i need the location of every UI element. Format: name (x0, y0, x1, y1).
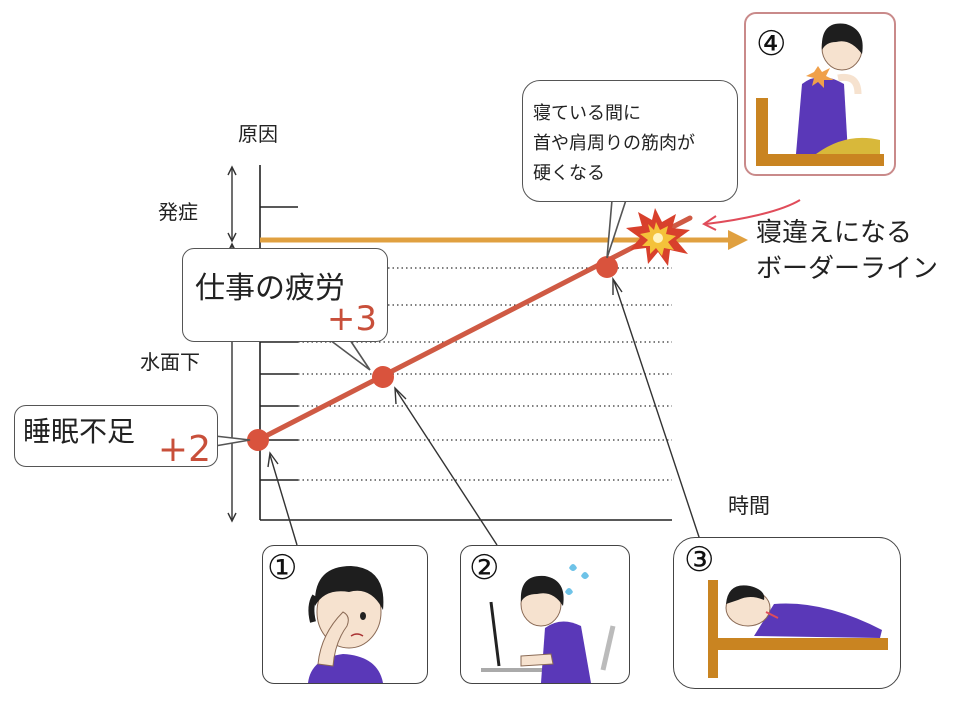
label-time: 時間 (728, 494, 770, 518)
panel4-pointer (702, 199, 801, 231)
panel-2-number: ② (469, 548, 500, 588)
neck-pain-boy-icon (756, 23, 884, 166)
during-sleep-line3: 硬くなる (533, 163, 605, 184)
panel-1-number: ① (267, 548, 298, 588)
lack-of-sleep-title: 睡眠不足 (23, 415, 136, 448)
label-borderline-1: 寝違えになる (756, 218, 913, 248)
trend-line (255, 215, 693, 443)
during-sleep-line1: 寝ている間に (533, 103, 641, 124)
label-underwater: 水面下 (140, 350, 200, 374)
label-borderline-2: ボーダーライン (756, 254, 939, 284)
bubble-lack-of-sleep: 睡眠不足 +2 (14, 405, 218, 470)
panel-3: ③ (673, 537, 901, 689)
bubble-during-sleep: 寝ている間に 首や肩周りの筋肉が 硬くなる (522, 80, 738, 202)
during-sleep-line2: 首や肩周りの筋肉が (533, 133, 695, 154)
axis-ticks (260, 206, 298, 481)
sleeping-boy-icon (708, 580, 888, 678)
tired-boy-icon (308, 566, 384, 683)
bubble-work-fatigue: 仕事の疲労 +3 (182, 248, 388, 342)
panel-3-number: ③ (684, 540, 715, 580)
panel-2: ② (460, 545, 630, 684)
label-cause: 原因 (238, 122, 278, 146)
working-boy-icon (481, 564, 616, 683)
bubble-tails (214, 199, 627, 447)
label-onset: 発症 (158, 200, 198, 224)
panel-4-number: ④ (756, 24, 787, 64)
panel-pointers (267, 276, 701, 546)
work-fatigue-title: 仕事の疲労 (195, 271, 345, 306)
panel-4: ④ (744, 12, 896, 176)
panel-1: ① (262, 545, 428, 684)
onset-range-arrow (227, 165, 237, 243)
work-fatigue-score: +3 (326, 299, 377, 339)
point-night (596, 256, 618, 278)
lack-of-sleep-score: +2 (157, 429, 211, 470)
burst-icon (626, 208, 690, 266)
point-work (372, 366, 394, 388)
point-sleep (247, 429, 269, 451)
